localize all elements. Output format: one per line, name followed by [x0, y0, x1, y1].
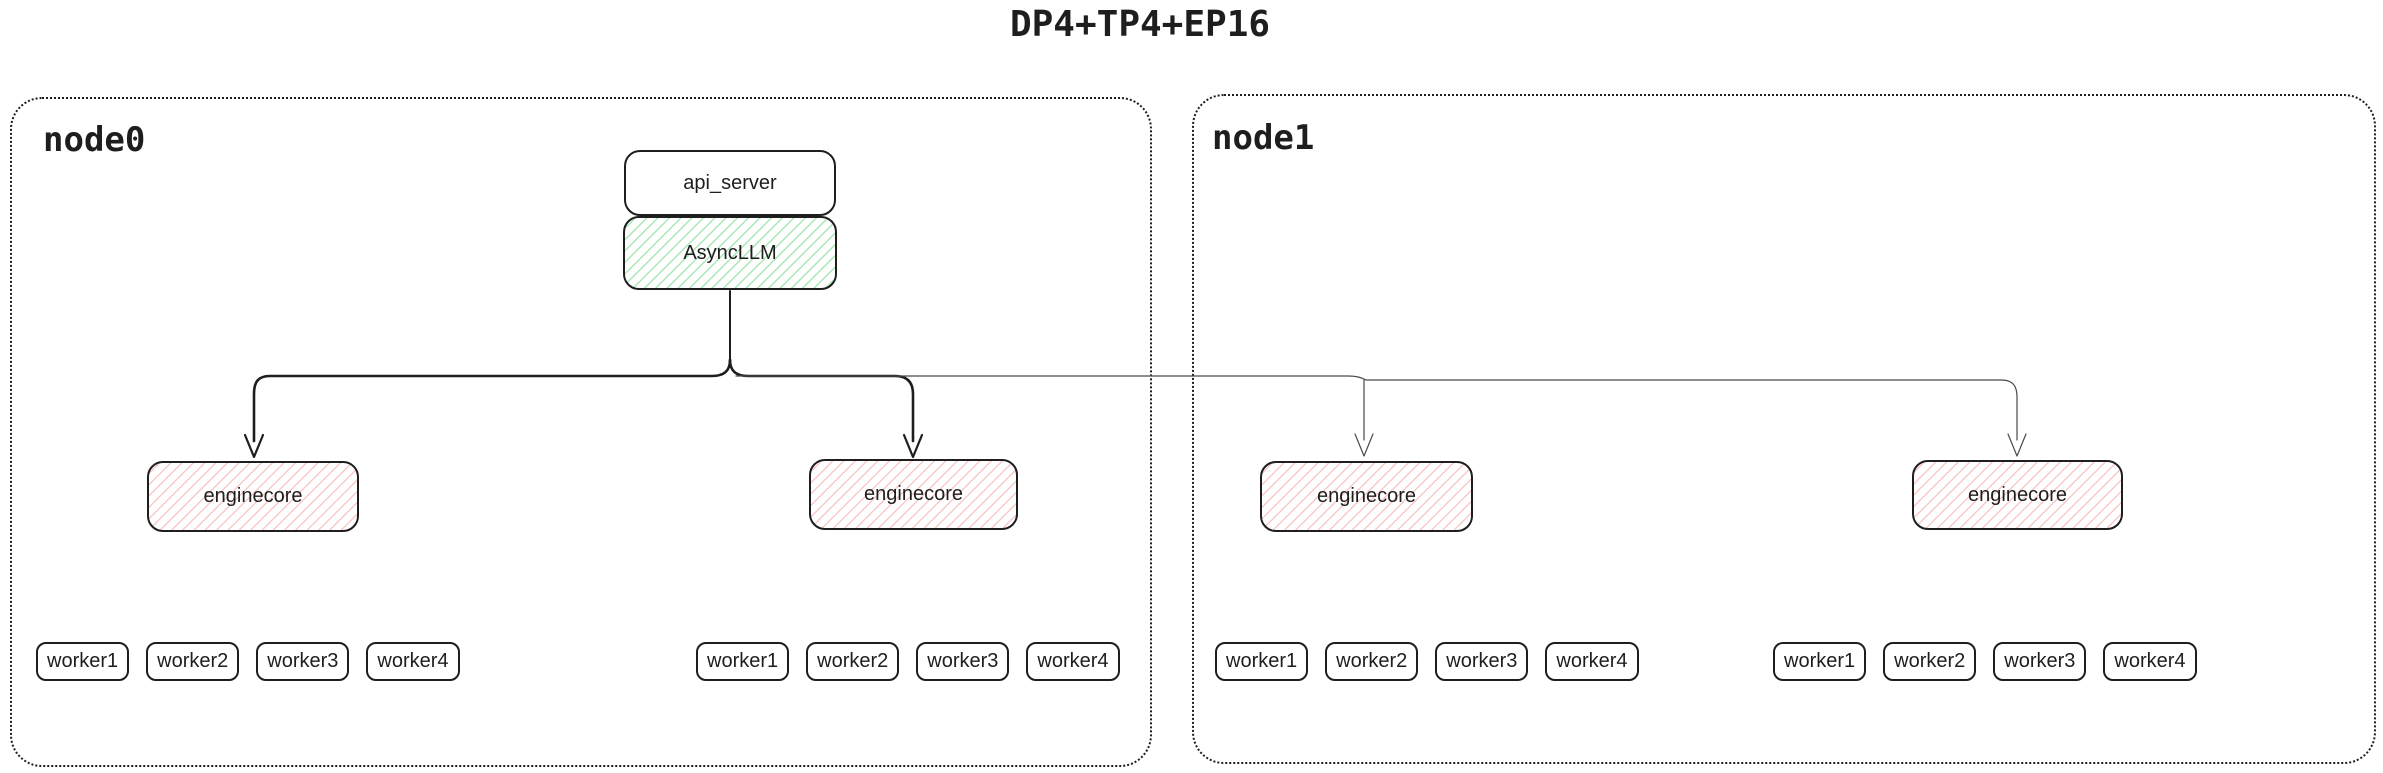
enginecore-box-1: enginecore [147, 461, 359, 532]
worker-row-node0-ec1: worker1 worker2 worker3 worker4 [36, 642, 460, 681]
worker-box: worker3 [256, 642, 350, 681]
worker-box: worker3 [1993, 642, 2087, 681]
worker-box: worker4 [1026, 642, 1120, 681]
worker-box: worker3 [1435, 642, 1529, 681]
enginecore-box-2: enginecore [809, 459, 1018, 530]
worker-row-node1-ec4: worker1 worker2 worker3 worker4 [1773, 642, 2197, 681]
worker-box: worker3 [916, 642, 1010, 681]
worker-box: worker1 [36, 642, 130, 681]
node1-label: node1 [1212, 118, 1315, 158]
worker-row-node0-ec2: worker1 worker2 worker3 worker4 [696, 642, 1120, 681]
worker-box: worker4 [2103, 642, 2197, 681]
worker-row-node1-ec3: worker1 worker2 worker3 worker4 [1215, 642, 1639, 681]
node0-label: node0 [43, 120, 146, 160]
worker-box: worker1 [1773, 642, 1867, 681]
worker-box: worker4 [366, 642, 460, 681]
worker-box: worker2 [806, 642, 900, 681]
worker-box: worker1 [1215, 642, 1309, 681]
worker-box: worker1 [696, 642, 790, 681]
asyncllm-box: AsyncLLM [623, 216, 837, 290]
worker-box: worker4 [1545, 642, 1639, 681]
worker-box: worker2 [1883, 642, 1977, 681]
worker-box: worker2 [146, 642, 240, 681]
diagram-title: DP4+TP4+EP16 [1009, 4, 1271, 45]
worker-box: worker2 [1325, 642, 1419, 681]
api-server-box: api_server [624, 150, 836, 216]
enginecore-box-3: enginecore [1260, 461, 1473, 532]
enginecore-box-4: enginecore [1912, 460, 2123, 530]
